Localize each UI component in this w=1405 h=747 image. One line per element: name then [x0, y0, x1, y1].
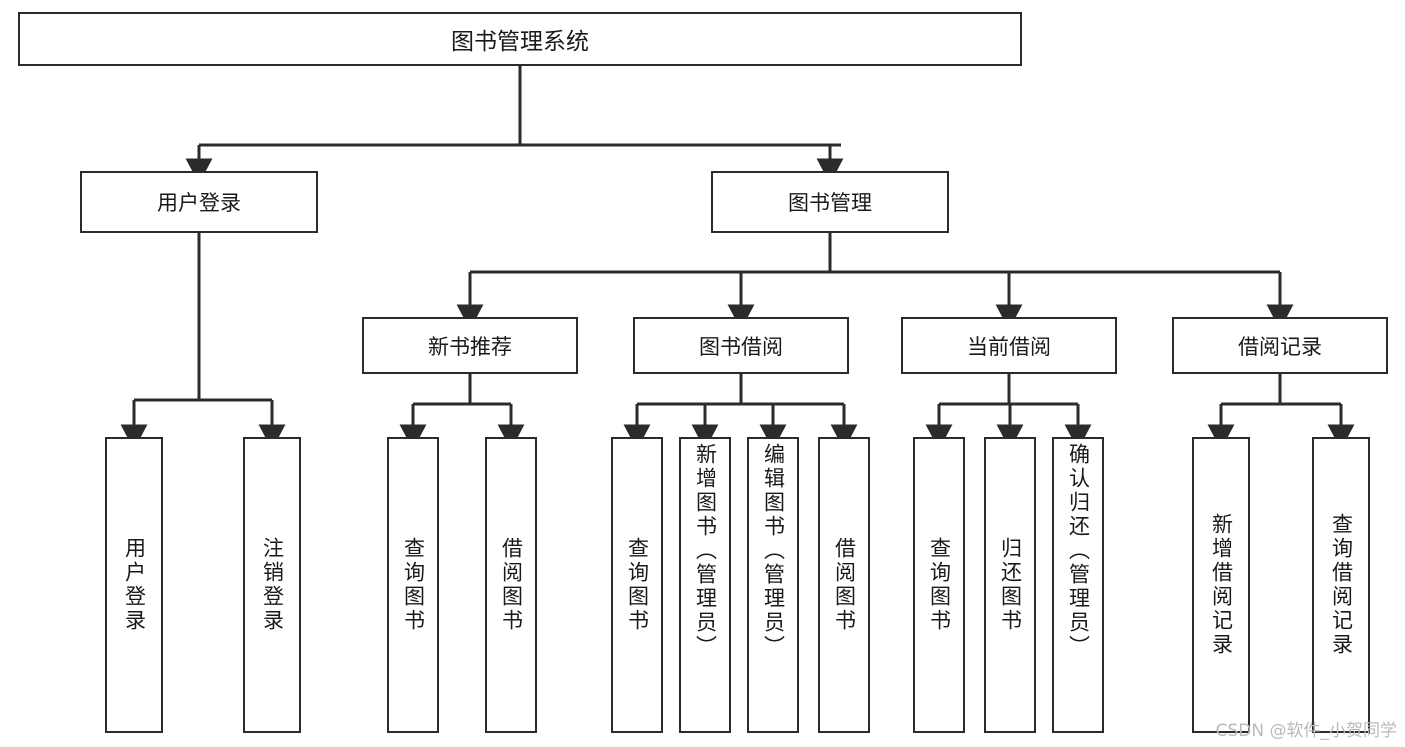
- node-leaf-borrow-book-2[interactable]: 借阅图书: [818, 437, 870, 733]
- node-user-login[interactable]: 用户登录: [80, 171, 318, 233]
- node-leaf-borrow-book-2-label: 借阅图书: [832, 537, 857, 633]
- node-leaf-edit-book[interactable]: 编辑图书（管理员）: [747, 437, 799, 733]
- node-book-manage[interactable]: 图书管理: [711, 171, 949, 233]
- node-leaf-confirm-return-label: 确认归还（管理员）: [1066, 443, 1091, 659]
- node-new-book-recommend[interactable]: 新书推荐: [362, 317, 578, 374]
- node-leaf-logout-login-label: 注销登录: [260, 537, 285, 633]
- node-leaf-query-book-3[interactable]: 查询图书: [913, 437, 965, 733]
- node-leaf-query-book-3-label: 查询图书: [927, 537, 952, 633]
- node-borrow-record-label: 借阅记录: [1238, 334, 1322, 359]
- node-leaf-confirm-return[interactable]: 确认归还（管理员）: [1052, 437, 1104, 733]
- node-current-borrow-label: 当前借阅: [967, 334, 1051, 359]
- node-leaf-add-borrow-record-label: 新增借阅记录: [1209, 513, 1234, 657]
- node-leaf-user-login[interactable]: 用户登录: [105, 437, 163, 733]
- node-leaf-query-borrow-record[interactable]: 查询借阅记录: [1312, 437, 1370, 733]
- watermark: CSDN @软件_小贺同学: [1215, 721, 1397, 741]
- node-leaf-add-book-label: 新增图书（管理员）: [693, 443, 718, 659]
- node-user-login-label: 用户登录: [157, 191, 241, 215]
- node-book-manage-label: 图书管理: [788, 191, 872, 215]
- node-leaf-add-book[interactable]: 新增图书（管理员）: [679, 437, 731, 733]
- node-leaf-query-book-2-label: 查询图书: [625, 537, 650, 633]
- node-book-borrow[interactable]: 图书借阅: [633, 317, 849, 374]
- node-leaf-add-borrow-record[interactable]: 新增借阅记录: [1192, 437, 1250, 733]
- node-borrow-record[interactable]: 借阅记录: [1172, 317, 1388, 374]
- node-current-borrow[interactable]: 当前借阅: [901, 317, 1117, 374]
- node-leaf-query-book-1[interactable]: 查询图书: [387, 437, 439, 733]
- node-new-book-recommend-label: 新书推荐: [428, 334, 512, 359]
- node-leaf-query-book-2[interactable]: 查询图书: [611, 437, 663, 733]
- node-root[interactable]: 图书管理系统: [18, 12, 1022, 66]
- node-leaf-return-book[interactable]: 归还图书: [984, 437, 1036, 733]
- node-root-label: 图书管理系统: [451, 29, 589, 55]
- node-leaf-return-book-label: 归还图书: [998, 537, 1023, 633]
- node-leaf-borrow-book-1-label: 借阅图书: [499, 537, 524, 633]
- node-leaf-edit-book-label: 编辑图书（管理员）: [761, 443, 786, 659]
- node-leaf-query-borrow-record-label: 查询借阅记录: [1329, 513, 1354, 657]
- node-leaf-user-login-label: 用户登录: [122, 537, 147, 633]
- node-leaf-query-book-1-label: 查询图书: [401, 537, 426, 633]
- node-leaf-logout-login[interactable]: 注销登录: [243, 437, 301, 733]
- node-leaf-borrow-book-1[interactable]: 借阅图书: [485, 437, 537, 733]
- node-book-borrow-label: 图书借阅: [699, 334, 783, 359]
